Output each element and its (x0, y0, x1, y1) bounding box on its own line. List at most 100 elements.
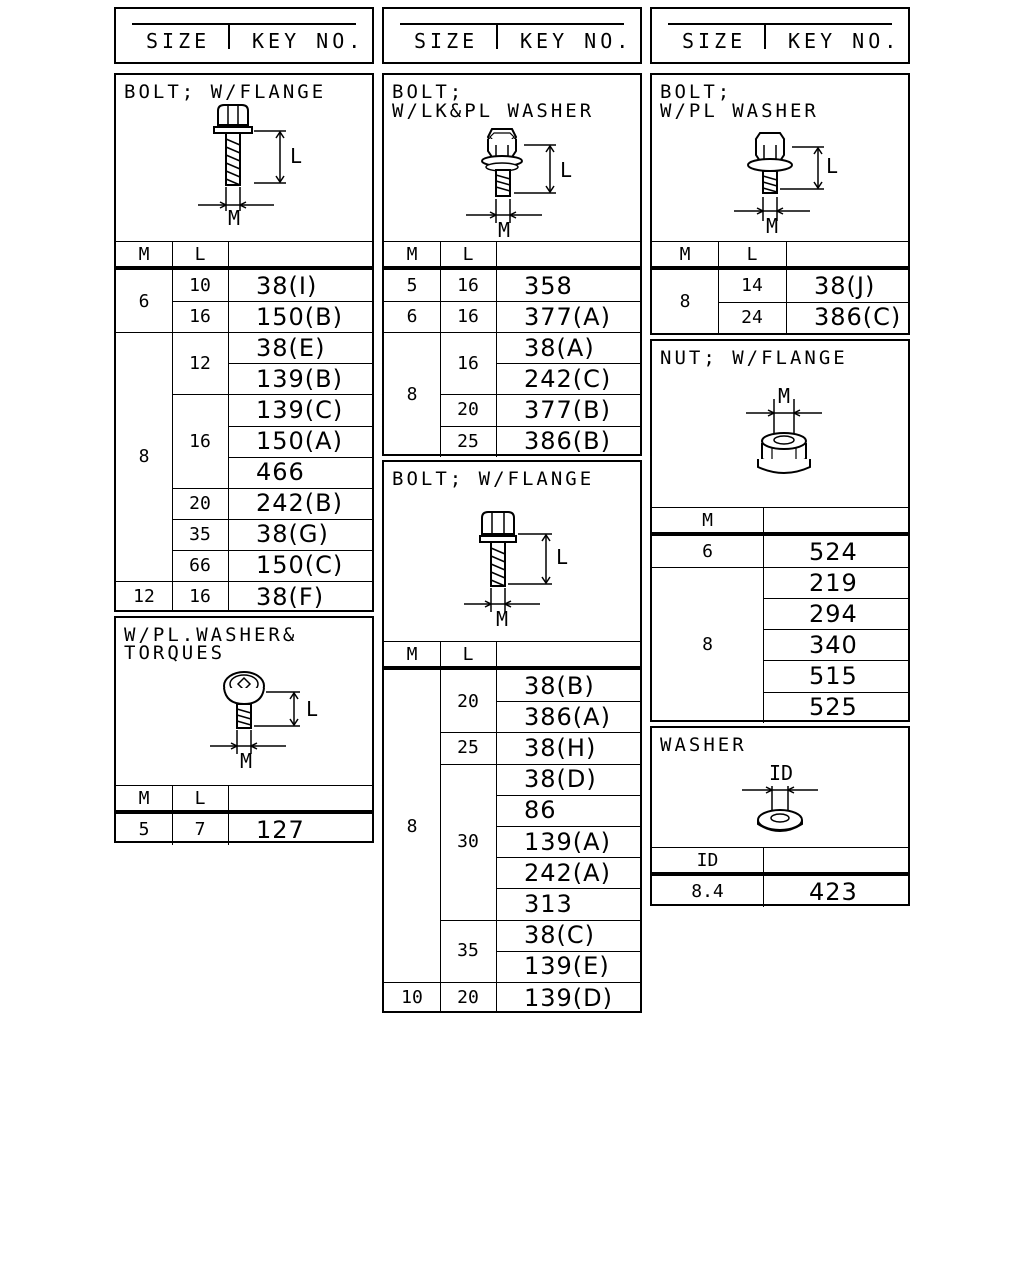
bolt-flange-figure (198, 104, 286, 211)
l-value: 16 (457, 352, 479, 374)
key-number: 150(B) (256, 302, 343, 331)
col-rule (172, 241, 173, 613)
m-value: 12 (133, 586, 155, 608)
key-number: 127 (256, 815, 305, 844)
table-header-rule (652, 266, 908, 270)
header-box-2: SIZE KEY NO. (382, 7, 642, 64)
table-top-rule (652, 241, 908, 242)
row-rule (763, 691, 908, 693)
col-header-l: L (194, 243, 206, 265)
row-rule (763, 660, 908, 662)
key-number: 377(A) (524, 302, 611, 331)
key-number: 313 (524, 889, 573, 918)
bolt-flange-figure-2 (464, 511, 552, 612)
key-number: 386(B) (524, 427, 611, 456)
key-number: 38(F) (256, 582, 325, 611)
group-rule (172, 394, 372, 396)
row-group-rule (116, 581, 372, 582)
l-value: 35 (457, 940, 479, 962)
m-value: 8 (702, 634, 713, 656)
group-rule (718, 301, 908, 303)
l-value: 30 (457, 831, 479, 853)
m-value: 8.4 (691, 881, 724, 902)
col-rule (718, 241, 719, 333)
table-header-rule (652, 532, 908, 536)
key-number: 139(D) (524, 983, 614, 1012)
m-value: 6 (702, 541, 713, 563)
washer-figure (742, 786, 818, 832)
table-header-rule (384, 666, 640, 670)
l-value: 20 (189, 492, 211, 514)
key-number: 86 (524, 796, 557, 825)
dim-label-l: L (825, 154, 839, 178)
key-number: 38(A) (524, 333, 595, 362)
key-number: 340 (809, 630, 858, 659)
group-rule (172, 301, 372, 303)
bolt-pl-washer-figure (734, 132, 824, 221)
col-header-m: M (702, 509, 713, 531)
l-value: 25 (457, 737, 479, 759)
col-header-l: L (746, 243, 758, 265)
key-number: 38(J) (814, 271, 876, 300)
col-rule (786, 241, 787, 333)
col-rule (172, 785, 173, 845)
m-value: 5 (406, 275, 418, 297)
key-number: 38(B) (524, 671, 595, 700)
l-value: 16 (457, 275, 479, 297)
key-number: 525 (809, 693, 858, 722)
row-rule (496, 794, 640, 796)
m-value: 8 (138, 446, 150, 468)
row-rule (496, 888, 640, 890)
l-value: 12 (189, 352, 211, 374)
row-rule (496, 363, 640, 365)
l-value: 14 (741, 275, 763, 297)
table-top-rule (116, 785, 372, 786)
l-value: 20 (457, 987, 479, 1009)
col-header-l: L (194, 787, 206, 809)
dim-label-l: L (305, 697, 319, 721)
dim-label-l: L (289, 144, 303, 168)
row-rule (763, 598, 908, 600)
header-key-label: KEY NO. (788, 29, 901, 53)
dim-label-m: M (239, 749, 253, 773)
header-size-label: SIZE (414, 29, 479, 53)
key-number: 150(A) (256, 427, 343, 456)
l-value: 20 (457, 399, 479, 421)
l-value: 66 (189, 554, 211, 576)
key-number: 242(C) (524, 364, 612, 393)
table-header-rule (652, 872, 908, 876)
col-header-id: ID (696, 849, 719, 871)
col-rule (763, 847, 764, 907)
m-value: 10 (401, 987, 423, 1009)
key-number: 377(B) (524, 395, 611, 424)
l-value: 10 (189, 275, 211, 297)
group-rule (172, 549, 372, 551)
m-value: 6 (406, 306, 418, 328)
row-rule (763, 629, 908, 631)
key-number: 524 (809, 537, 858, 566)
col-header-m: M (406, 243, 418, 265)
dim-label-m: M (495, 607, 509, 631)
col-rule (496, 241, 497, 457)
section-title: NUT; W/FLANGE (660, 347, 848, 369)
key-number: 38(D) (524, 765, 597, 794)
bolt-lk-pl-washer-figure (466, 128, 556, 223)
col-rule (228, 785, 229, 845)
dim-label-id: ID (768, 761, 794, 785)
key-number: 150(C) (256, 551, 344, 580)
key-number: 242(B) (256, 489, 343, 518)
row-rule (496, 826, 640, 827)
header-key-label: KEY NO. (520, 29, 633, 53)
section-title: WASHER (660, 734, 747, 756)
l-value: 35 (189, 523, 211, 545)
key-number: 38(G) (256, 520, 329, 549)
group-rule (172, 518, 372, 520)
key-number: 139(E) (524, 952, 610, 981)
flange-nut-figure (746, 399, 822, 474)
dim-label-m: M (765, 214, 779, 238)
key-number: 38(E) (256, 333, 326, 362)
col-header-m: M (679, 243, 691, 265)
